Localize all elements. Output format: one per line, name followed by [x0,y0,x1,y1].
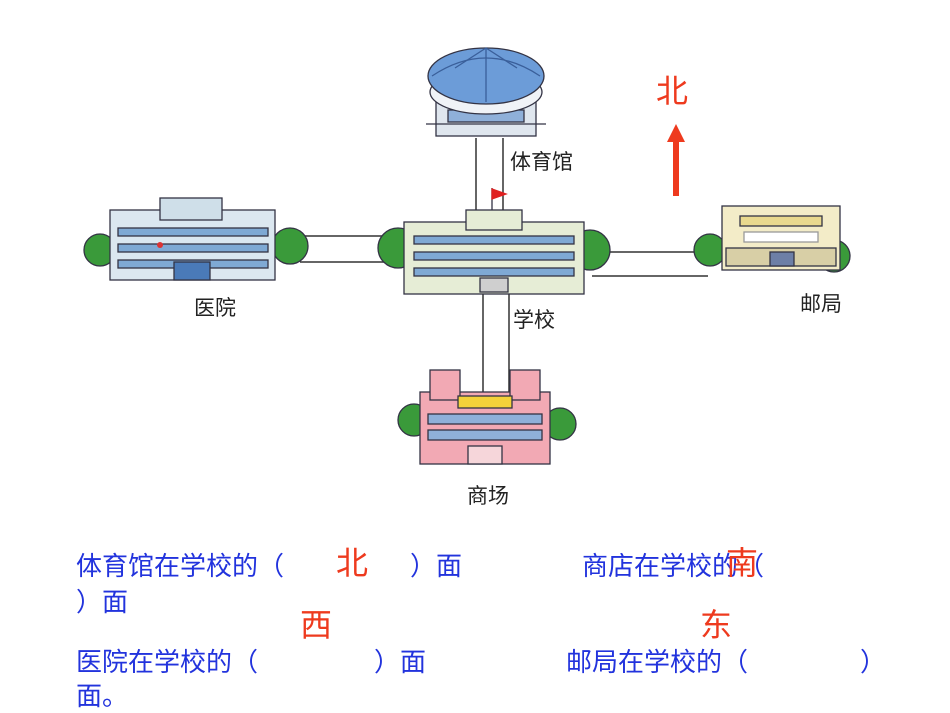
question-3-answer: 西 [300,606,333,644]
question-1-answer: 北 [336,544,369,582]
hospital-building [83,197,309,281]
post-office-label: 邮局 [800,292,842,316]
question-3-suffix: ）面 [374,648,427,678]
question-4-continuation: 面。 [76,682,129,712]
question-4-prefix: 邮局在学校的（ [566,648,749,678]
question-3-prefix: 医院在学校的（ [76,648,259,678]
question-1-suffix: ）面 [410,552,463,582]
post-office-building [693,205,851,273]
compass-north-label: 北 [656,72,689,110]
hospital-label: 医院 [194,296,236,320]
mall-building [397,369,577,465]
stadium-building [426,47,546,137]
north-arrow [667,124,685,196]
school-building [377,188,611,295]
question-4-suffix: ） [860,648,887,678]
stadium-label: 体育馆 [510,150,573,174]
question-1-prefix: 体育馆在学校的（ [76,552,285,582]
question-2-answer: 南 [726,544,759,582]
mall-label: 商场 [467,484,509,508]
roads [300,138,708,392]
question-2-suffix: ）面 [76,588,129,618]
question-2-prefix: 商店在学校的（ [582,552,765,582]
school-label: 学校 [513,308,555,332]
question-4-answer: 东 [700,606,733,644]
